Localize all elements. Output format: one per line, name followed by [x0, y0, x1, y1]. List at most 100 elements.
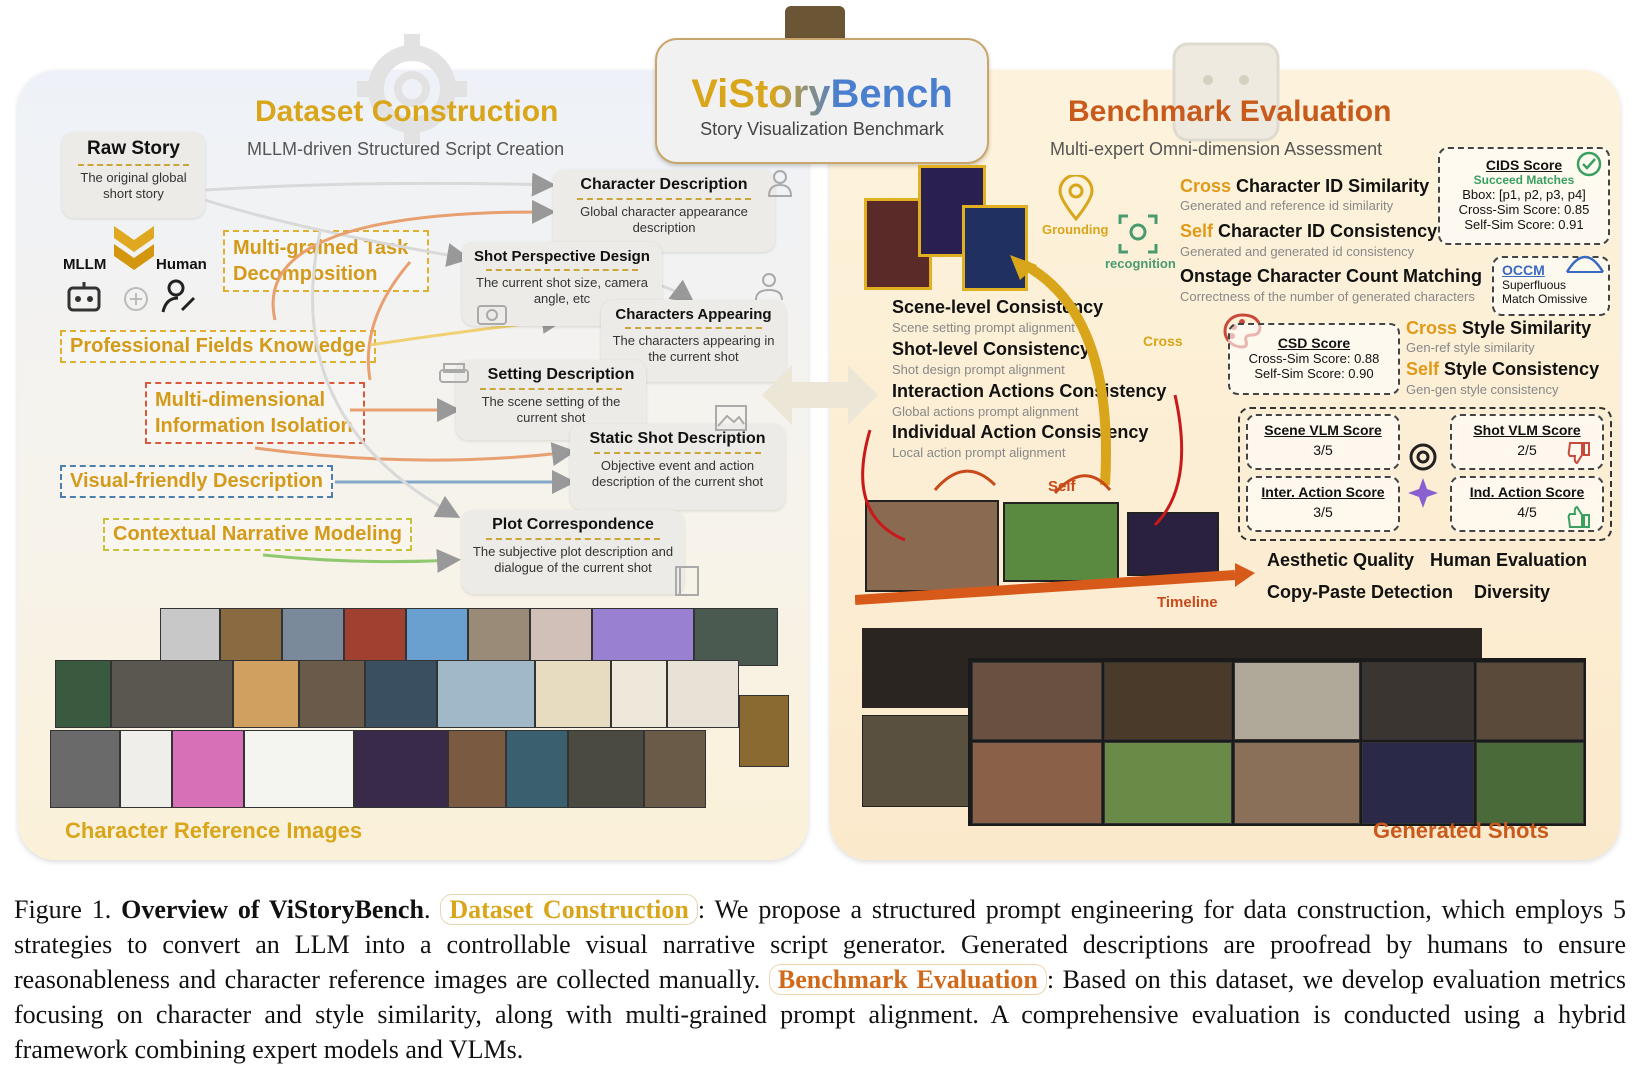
metric-desc: Local action prompt alignment — [892, 445, 1066, 460]
raw-story-title: Raw Story — [87, 138, 180, 159]
raw-story-card: Raw Story The original global short stor… — [62, 132, 205, 218]
metric-desc: Gen-ref style similarity — [1406, 340, 1535, 355]
cids-line: Bbox: [p1, p2, p3, p4] — [1462, 187, 1586, 202]
raw-story-desc: The original global short story — [80, 170, 187, 201]
caption-bold: Overview of ViStoryBench — [121, 895, 424, 924]
cids-line: Cross-Sim Score: 0.85 — [1458, 202, 1590, 217]
distribution-curve-icon — [1565, 255, 1605, 273]
thumbs-down-icon — [1567, 442, 1590, 465]
plus-icon — [124, 287, 148, 311]
human-label: Human — [156, 256, 207, 273]
vistorybench-logo: ViStoryBench Story Visualization Benchma… — [655, 38, 989, 164]
benchmark-evaluation-title: Benchmark Evaluation — [1068, 95, 1392, 128]
metric-highlight: Self — [1406, 359, 1440, 379]
occm-title: OCCM — [1502, 262, 1545, 278]
story-frame-2 — [1003, 502, 1119, 582]
cids-subtitle: Succeed Matches — [1473, 173, 1575, 187]
metric-human-evaluation: Human Evaluation — [1430, 550, 1588, 570]
metric-rest: Style Similarity — [1457, 318, 1592, 338]
double-arrow-icon — [762, 365, 878, 425]
caption-pill-dataset: Dataset Construction — [440, 894, 698, 925]
metric-self-character-id: Self Character ID Consistency — [1180, 221, 1437, 242]
face-recognition-icon — [1118, 214, 1158, 254]
metric-highlight: Self — [1180, 221, 1214, 241]
thumbs-up-icon — [1567, 505, 1590, 528]
metric-cross-character-id: Cross Character ID Similarity — [1180, 176, 1429, 197]
card-desc: The scene setting of the current shot — [481, 394, 621, 425]
character-reference-images-label: Character Reference Images — [65, 818, 363, 843]
logo-subtitle: Story Visualization Benchmark — [700, 119, 944, 139]
human-edit-icon — [161, 279, 196, 313]
metric-self-style: Self Style Consistency — [1406, 359, 1599, 380]
logo-title: ViStoryBench — [657, 72, 987, 117]
score-value: 3/5 — [1313, 504, 1333, 520]
story-frame-1 — [865, 500, 999, 592]
metric-individual-action: Individual Action Consistency — [892, 422, 1149, 442]
caption-part1: : We propose a structured prompt enginee… — [14, 895, 1626, 994]
cids-line: Self-Sim Score: 0.91 — [1464, 217, 1584, 232]
reference-images-row-3 — [50, 730, 710, 810]
score-value: 3/5 — [1313, 442, 1333, 458]
generated-shot — [862, 715, 974, 807]
card-title: Plot Correspondence — [492, 516, 654, 533]
metric-desc: Global actions prompt alignment — [892, 404, 1079, 419]
metric-rest: Character ID Consistency — [1213, 221, 1438, 241]
dataset-construction-subtitle: MLLM-driven Structured Script Creation — [247, 139, 565, 159]
mllm-label: MLLM — [63, 256, 107, 273]
caption-prefix: Figure 1. — [14, 895, 122, 924]
cids-title: CIDS Score — [1485, 157, 1563, 173]
card-characters-appearing: Characters Appearing The characters appe… — [601, 300, 786, 382]
occm-line: Match Omissive — [1502, 292, 1588, 306]
card-static-shot: Static Shot Description Objective event … — [570, 424, 785, 510]
card-desc: The subjective plot description and dial… — [472, 544, 674, 575]
score-value: 2/5 — [1517, 442, 1537, 458]
cross-arrow-label: Cross — [1143, 333, 1183, 349]
camera-icon — [477, 305, 507, 325]
robot-icon — [67, 282, 101, 312]
card-desc: Global character appearance description — [580, 204, 748, 235]
vlm-scores-group — [1238, 407, 1612, 541]
metric-desc: Gen-gen style consistency — [1406, 382, 1559, 397]
flow-arrows — [204, 172, 695, 573]
csd-line: Self-Sim Score: 0.90 — [1254, 366, 1374, 381]
strategy-information-isolation: Multi-dimensional Information Isolation — [145, 382, 365, 444]
book-icon — [675, 566, 699, 596]
csd-line: Cross-Sim Score: 0.88 — [1248, 351, 1380, 366]
sofa-icon — [439, 363, 469, 383]
caption-period: . — [423, 895, 441, 924]
metric-rest: Character ID Similarity — [1231, 176, 1430, 196]
card-title: Character Description — [580, 176, 748, 193]
metric-desc: Shot design prompt alignment — [892, 362, 1065, 377]
gear-icon — [357, 34, 467, 144]
person-icon — [767, 170, 793, 197]
card-title: Characters Appearing — [615, 306, 772, 323]
strategy-professional-knowledge: Professional Fields Knowledge — [60, 330, 376, 363]
card-desc: Objective event and action description o… — [591, 458, 764, 489]
scene-vlm-score-box: Scene VLM Score 3/5 — [1246, 414, 1400, 470]
metric-diversity: Diversity — [1474, 582, 1551, 602]
timeline-label: Timeline — [1157, 594, 1218, 611]
metric-onstage-count: Onstage Character Count Matching — [1180, 266, 1482, 287]
score-title: Shot VLM Score — [1473, 422, 1581, 438]
finder-icon — [1172, 42, 1280, 142]
occm-line: Superfluous — [1502, 278, 1567, 292]
check-circle-icon — [1576, 151, 1602, 177]
caption-part2: : Based on this dataset, we develop eval… — [14, 965, 1627, 1064]
generated-shots-grid — [968, 658, 1586, 826]
card-desc: The characters appearing in the current … — [612, 333, 775, 364]
group-icon — [755, 273, 783, 301]
grounding-label: Grounding — [1042, 222, 1109, 237]
card-title: Setting Description — [487, 366, 635, 383]
card-desc: The current shot size, camera angle, etc — [476, 275, 648, 306]
metric-rest: Onstage Character Count Matching — [1180, 266, 1483, 286]
card-plot-correspondence: Plot Correspondence The subjective plot … — [462, 510, 684, 594]
interaction-action-score-box: Inter. Action Score 3/5 — [1246, 476, 1400, 532]
metric-highlight: Cross — [1180, 176, 1232, 196]
metric-desc: Generated and reference id similarity — [1180, 198, 1394, 213]
metric-scene-level: Scene-level Consistency — [892, 297, 1104, 317]
openai-logo-icon — [1409, 443, 1437, 471]
occm-box: OCCM Superfluous Match Omissive — [1492, 256, 1610, 316]
score-title: Scene VLM Score — [1264, 422, 1382, 438]
reference-images-row-2 — [55, 660, 789, 767]
generated-shots-label: Generated Shots — [1373, 818, 1550, 843]
